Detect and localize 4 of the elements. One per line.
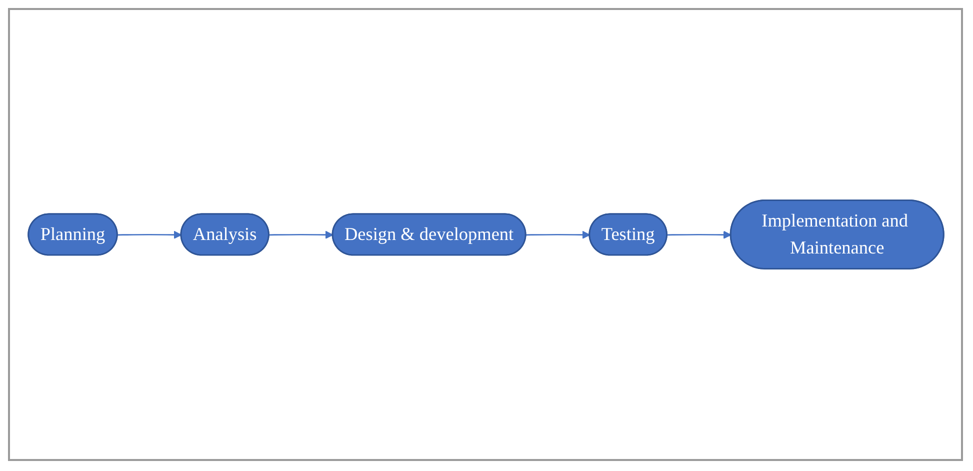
arrow <box>666 230 731 239</box>
arrow <box>268 230 333 239</box>
arrow <box>526 230 590 239</box>
arrow <box>117 230 182 239</box>
